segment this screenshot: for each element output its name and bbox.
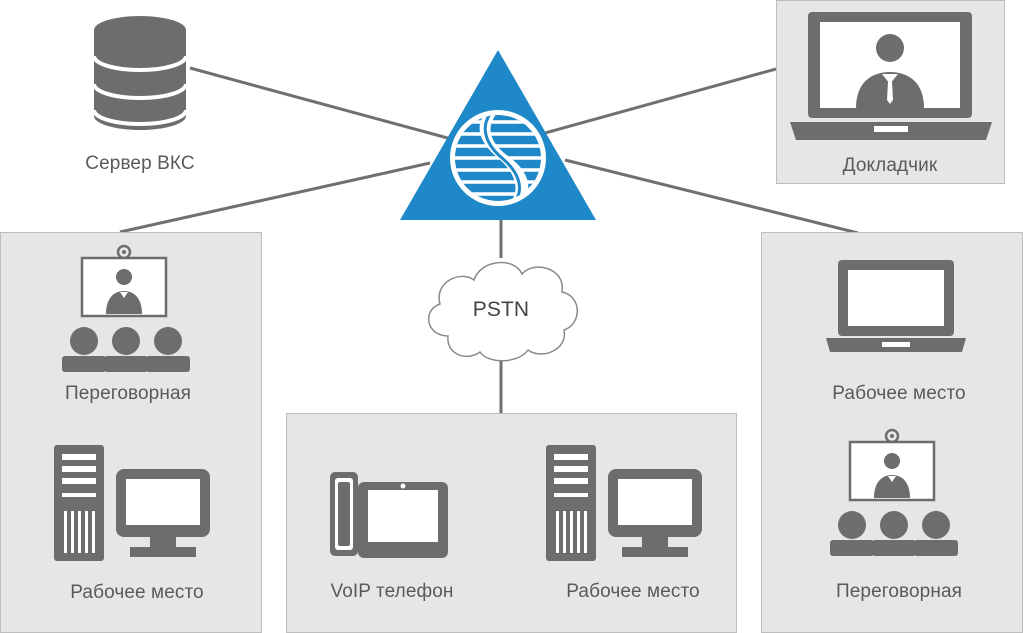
desktop-computer-icon [546, 445, 702, 561]
server-label: Сервер ВКС [85, 153, 195, 174]
pstn-label: PSTN [472, 298, 530, 321]
center-workstation-label: Рабочее место [566, 581, 700, 602]
left-workstation-label: Рабочее место [70, 582, 204, 603]
laptop-video-presenter-icon [790, 12, 992, 140]
link-hub-left-room [119, 161, 431, 234]
meeting-room-icon [830, 428, 958, 556]
database-server-icon [92, 16, 188, 130]
link-hub-server [189, 66, 456, 142]
cloud-icon [427, 261, 578, 362]
speaker-label: Докладчик [842, 155, 938, 176]
link-hub-right-panel [564, 158, 859, 235]
video-conference-hub-icon [400, 50, 596, 220]
laptop-icon [826, 260, 966, 352]
left-meeting-room-label: Переговорная [65, 383, 191, 404]
right-meeting-room-label: Переговорная [836, 581, 962, 602]
voip-phone-label: VoIP телефон [330, 581, 454, 602]
right-workstation-label: Рабочее место [832, 383, 966, 404]
voip-phone-icon [330, 472, 448, 558]
link-hub-speaker [544, 67, 777, 135]
desktop-computer-icon [54, 445, 210, 561]
meeting-room-icon [62, 244, 190, 372]
